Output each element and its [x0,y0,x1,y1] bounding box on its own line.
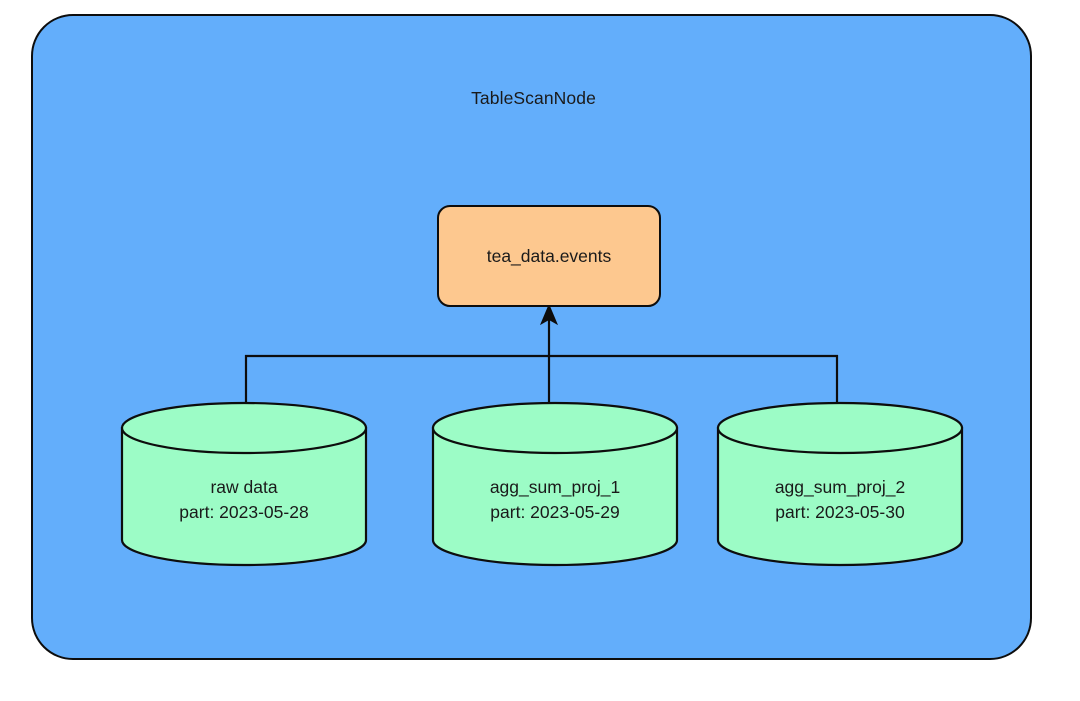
storage-node-partition: part: 2023-05-30 [775,502,905,522]
storage-node-agg-sum-proj-2[interactable]: agg_sum_proj_2 part: 2023-05-30 [716,401,964,567]
node-title: TableScanNode [471,88,596,108]
table-node-tea-data-events[interactable]: tea_data.events [437,205,661,307]
storage-node-partition: part: 2023-05-29 [490,502,620,522]
storage-node-name: agg_sum_proj_2 [774,477,906,497]
storage-node-label: agg_sum_proj_2 part: 2023-05-30 [716,475,964,525]
storage-node-agg-sum-proj-1[interactable]: agg_sum_proj_1 part: 2023-05-29 [431,401,679,567]
storage-node-label: agg_sum_proj_1 part: 2023-05-29 [431,475,679,525]
storage-node-raw-data[interactable]: raw data part: 2023-05-28 [120,401,368,567]
storage-node-label: raw data part: 2023-05-28 [120,475,368,525]
cylinder-shape-icon [120,401,368,567]
storage-node-name: agg_sum_proj_1 [489,477,621,497]
cylinder-shape-icon [431,401,679,567]
cylinder-shape-icon [716,401,964,567]
storage-node-name: raw data [210,477,278,497]
table-node-label: tea_data.events [486,245,612,266]
storage-node-partition: part: 2023-05-28 [179,502,309,522]
